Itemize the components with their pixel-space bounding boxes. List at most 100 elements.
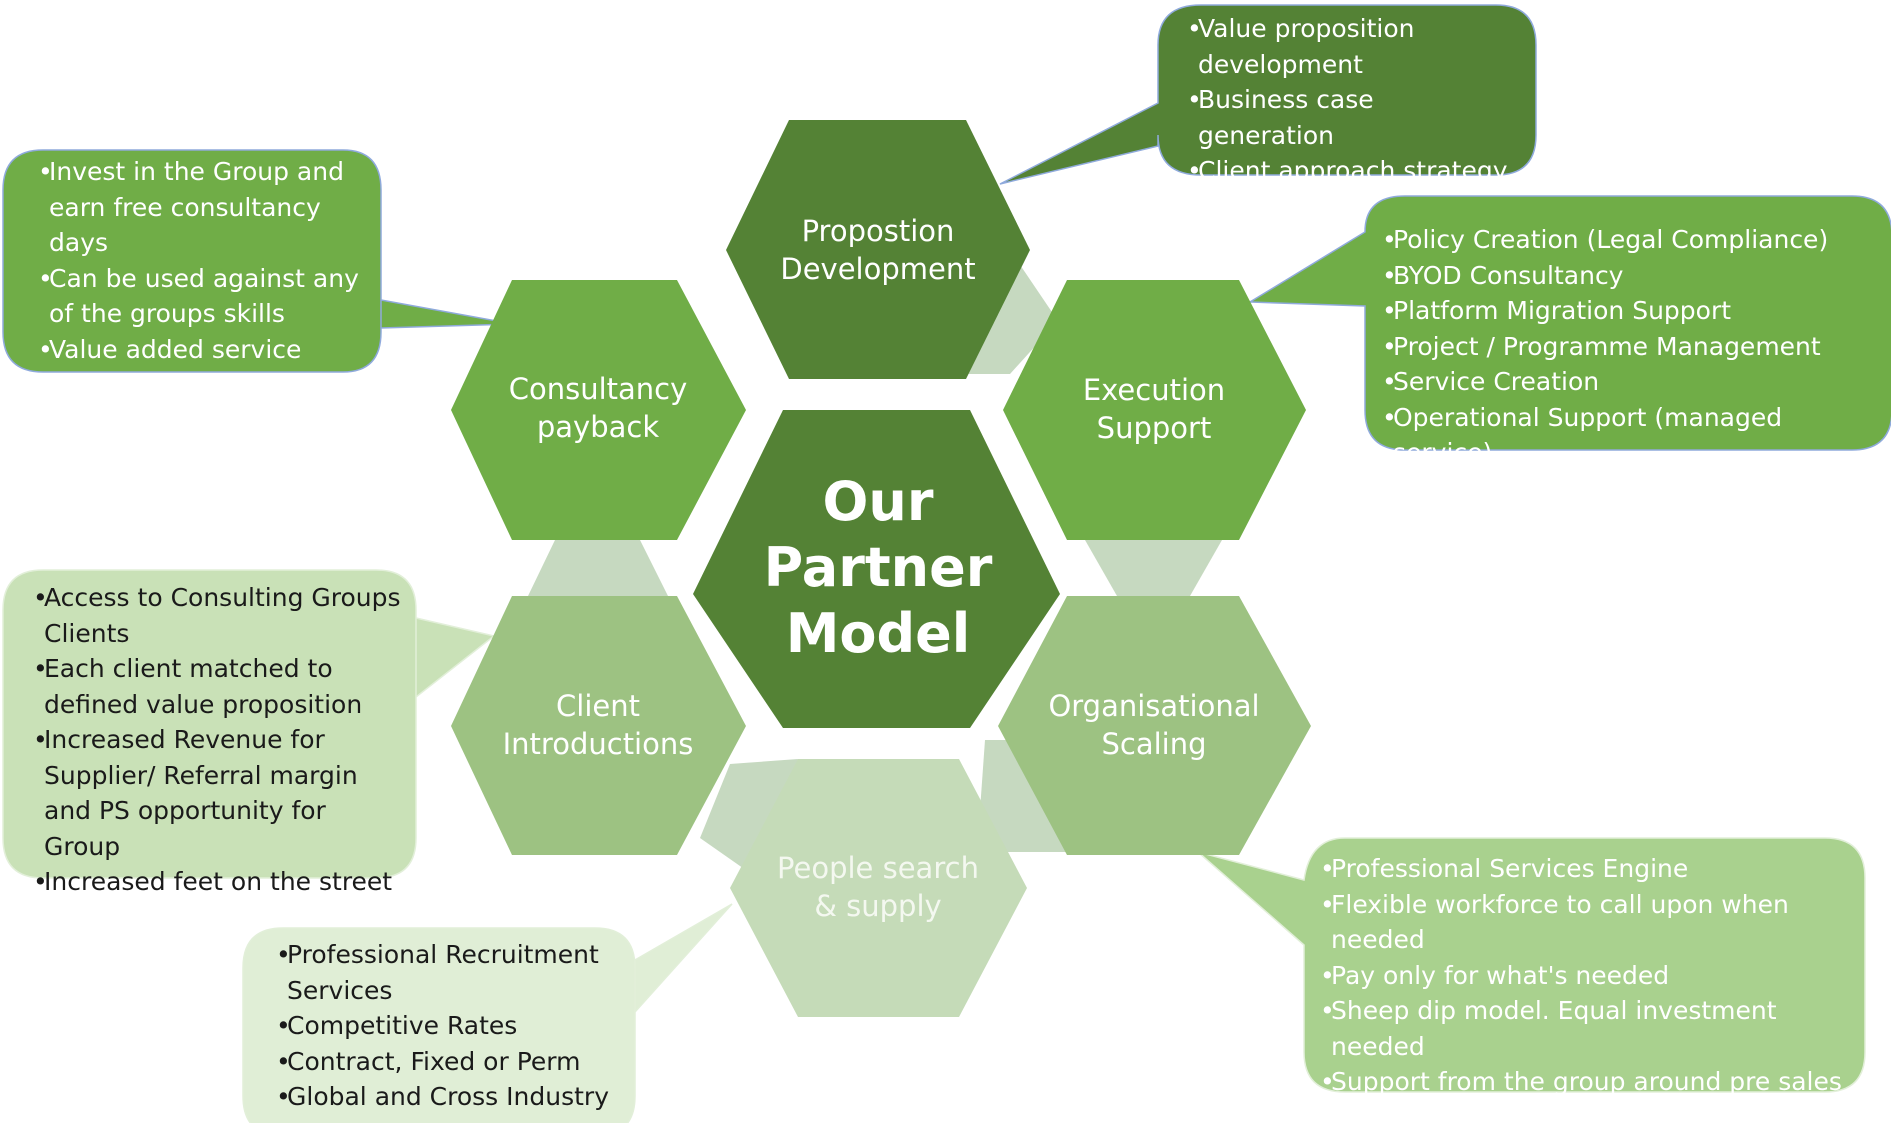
hex-our-partner-model — [693, 410, 1060, 728]
callout-item-text: Professional Services Engine — [1331, 854, 1689, 883]
bullet-glyph: • — [276, 1046, 291, 1076]
callout-item: •Can be used against any of the groups s… — [38, 261, 368, 332]
callout-proposition-bubble — [999, 4, 1537, 185]
bullet-glyph: • — [1382, 260, 1397, 290]
callout-consultancy-bubble — [2, 149, 514, 373]
callout-item-text: Project / Programme Management — [1393, 331, 1821, 361]
hex-propostion-development — [726, 120, 1030, 379]
bullet-glyph: • — [1382, 225, 1397, 254]
callouts — [2, 4, 1891, 1123]
callout-item-text: Each client matched to defined value pro… — [44, 654, 363, 719]
hexagons — [451, 120, 1311, 1017]
connector-execution-organisational — [1085, 540, 1222, 596]
bullet-glyph: • — [1320, 889, 1335, 919]
bullet-glyph: • — [1187, 14, 1202, 43]
callout-item: •Value added service — [38, 332, 368, 368]
callout-organisational-list: •Professional Services Engine •Flexible … — [1320, 851, 1860, 1100]
callout-item-text: Increased Revenue for Supplier/ Referral… — [44, 725, 358, 861]
callout-item-text: Professional Recruitment Services — [287, 940, 599, 1005]
callout-item: •Flexible workforce to call upon when ne… — [1320, 887, 1860, 958]
connector-consultancy-client — [528, 540, 668, 596]
callout-item: •Each client matched to defined value pr… — [33, 651, 408, 722]
callout-item: •Policy Creation (Legal Compliance) — [1382, 222, 1882, 258]
callout-item: •Professional Services Engine — [1320, 851, 1860, 887]
callout-item-text: BYOD Consultancy — [1393, 260, 1624, 290]
hex-execution-support — [1003, 280, 1306, 540]
callout-item-text: Service Creation — [1393, 367, 1600, 396]
callout-people-list: •Professional Recruitment Services •Comp… — [276, 937, 626, 1115]
callout-item-text: Client approach strategy — [1198, 156, 1508, 185]
bullet-glyph: • — [1187, 85, 1202, 114]
callout-item-text: Support from the group around pre sales — [1331, 1067, 1842, 1096]
bullet-glyph: • — [276, 940, 291, 969]
bullet-glyph: • — [33, 583, 48, 612]
callout-item-text: Contract, Fixed or Perm — [287, 1046, 581, 1076]
bullet-glyph: • — [276, 1082, 291, 1111]
callout-item: •Increased feet on the street — [33, 864, 408, 900]
bullet-glyph: • — [1320, 854, 1335, 883]
callout-item-text: Flexible workforce to call upon when nee… — [1331, 889, 1789, 955]
callout-item-text: Can be used against any of the groups sk… — [49, 263, 359, 329]
callout-item: •Service Creation — [1382, 364, 1882, 400]
connectors — [528, 253, 1222, 880]
bullet-glyph: • — [38, 334, 53, 364]
hex-organisational-scaling — [998, 596, 1311, 855]
callout-item: •Sheep dip model. Equal investment neede… — [1320, 993, 1860, 1064]
callout-organisational-bubble — [1197, 837, 1866, 1093]
connector-organisational-people — [977, 740, 1071, 852]
bullet-glyph: • — [33, 867, 48, 896]
callout-item-text: Access to Consulting Groups Clients — [44, 583, 401, 648]
bullet-glyph: • — [33, 654, 48, 683]
callout-item-text: Invest in the Group and earn free consul… — [49, 157, 344, 257]
callout-item-text: Platform Migration Support — [1393, 296, 1732, 325]
hex-client-introductions — [451, 596, 746, 855]
callout-item-text: Sheep dip model. Equal investment needed — [1331, 996, 1777, 1061]
callout-item: •Value proposition development — [1187, 11, 1517, 82]
callout-item-text: Increased feet on the street — [44, 867, 393, 896]
callout-item: •Professional Recruitment Services — [276, 937, 626, 1008]
callout-item: •Access to Consulting Groups Clients — [33, 580, 408, 651]
callout-item: •Invest in the Group and earn free consu… — [38, 154, 368, 261]
bullet-glyph: • — [1382, 402, 1397, 432]
callout-item-text: Competitive Rates — [287, 1011, 518, 1040]
callout-item-text: Policy Creation (Legal Compliance) — [1393, 225, 1829, 254]
callout-item: •Increased Revenue for Supplier/ Referra… — [33, 722, 408, 864]
hex-consultancy-payback — [451, 280, 746, 540]
bullet-glyph: • — [276, 1011, 291, 1040]
bullet-glyph: • — [1320, 996, 1335, 1025]
bullet-glyph: • — [38, 263, 53, 293]
callout-item: •Competitive Rates — [276, 1008, 626, 1044]
callout-item: •BYOD Consultancy — [1382, 258, 1882, 294]
callout-item: •Operational Support (managed service) — [1382, 400, 1882, 471]
callout-consultancy-list: •Invest in the Group and earn free consu… — [38, 154, 368, 367]
callout-people-bubble — [242, 903, 733, 1123]
callout-item: •Pay only for what's needed — [1320, 958, 1860, 994]
callout-item-text: Value proposition development — [1198, 14, 1415, 79]
callout-item-text: Value added service — [49, 334, 302, 364]
callout-item-text: Pay only for what's needed — [1331, 960, 1670, 990]
callout-item-text: Business case generation — [1198, 85, 1374, 150]
callout-client-bubble — [2, 569, 496, 879]
callout-item: •Platform Migration Support — [1382, 293, 1882, 329]
callout-item: •Project / Programme Management — [1382, 329, 1882, 365]
callout-item: •Global and Cross Industry — [276, 1079, 626, 1115]
connector-client-people — [700, 759, 798, 880]
callout-item-text: Operational Support (managed service) — [1393, 402, 1783, 468]
callout-item: •Business case generation — [1187, 82, 1517, 153]
callout-item: •Support from the group around pre sales — [1320, 1064, 1860, 1100]
connector-proposition-execution — [962, 253, 1058, 374]
bullet-glyph: • — [1382, 331, 1397, 361]
callout-execution-list: •Policy Creation (Legal Compliance) •BYO… — [1382, 222, 1882, 471]
bullet-glyph: • — [1320, 960, 1335, 990]
callout-execution-bubble — [1247, 195, 1891, 451]
callout-client-list: •Access to Consulting Groups Clients •Ea… — [33, 580, 408, 900]
callout-item-text: Global and Cross Industry — [287, 1082, 609, 1111]
bullet-glyph: • — [1187, 156, 1202, 185]
bullet-glyph: • — [1320, 1067, 1335, 1096]
bullet-glyph: • — [1382, 367, 1397, 396]
hex-people-search-supply — [730, 759, 1027, 1017]
bullet-glyph: • — [33, 725, 48, 754]
bullet-glyph: • — [38, 157, 53, 186]
